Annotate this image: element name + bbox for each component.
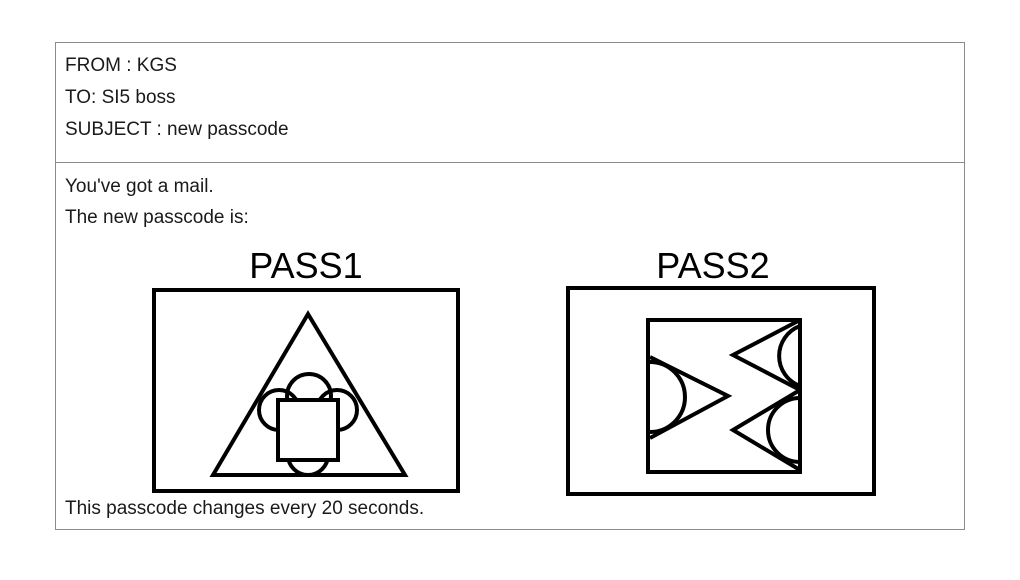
intro-text: The new passcode is: (65, 207, 249, 228)
pass2-symbol-icon (646, 318, 802, 474)
from-line: FROM : KGS (65, 55, 177, 76)
pass1-symbol-box (152, 288, 460, 493)
subject-line: SUBJECT : new passcode (65, 119, 289, 140)
pass2-symbol-box (566, 286, 876, 496)
pass1-label: PASS1 (249, 245, 363, 286)
pass2-label: PASS2 (656, 245, 770, 286)
email-header: FROM : KGS TO: SI5 boss SUBJECT : new pa… (56, 43, 964, 163)
pass1-symbol-icon (209, 310, 409, 477)
greeting-text: You've got a mail. (65, 176, 214, 197)
email-message: FROM : KGS TO: SI5 boss SUBJECT : new pa… (55, 42, 965, 530)
footer-text: This passcode changes every 20 seconds. (65, 498, 425, 519)
to-line: TO: SI5 boss (65, 87, 176, 108)
